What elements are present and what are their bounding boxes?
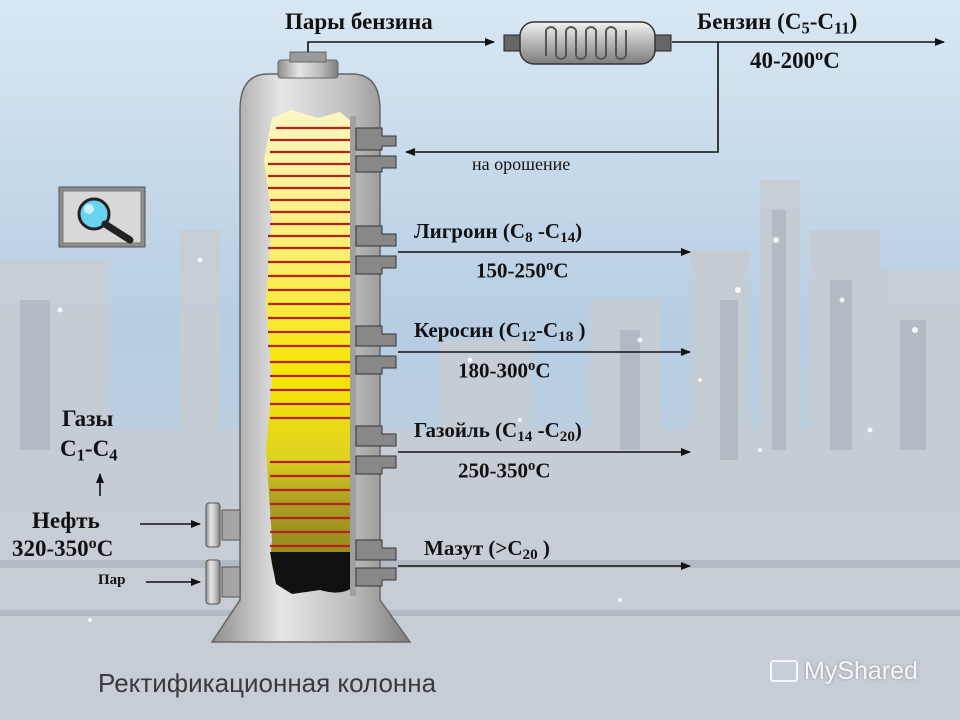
column-inlets: [205, 502, 241, 605]
flow-arrows: [96, 38, 945, 586]
label-gases-title: Газы: [62, 406, 114, 431]
temp-kerosene: 180-300oC: [458, 358, 551, 383]
diagram-caption: Ректификационная колонна: [98, 668, 437, 698]
temp-gasoline: 40-200oC: [750, 47, 840, 74]
presentation-icon: [770, 660, 798, 682]
label-reflux: на орошение: [472, 154, 571, 174]
column-outlets: [355, 127, 397, 587]
temp-ligroin: 150-250oC: [476, 258, 569, 283]
watermark: MyShared: [770, 657, 918, 686]
temp-oil: 320-350oC: [12, 535, 114, 562]
watermark-text: MyShared: [804, 657, 918, 685]
label-steam: Пар: [98, 572, 126, 588]
label-gasoline: Бензин (C5-C11): [697, 9, 858, 38]
label-ligroin: Лигроин (C8 -C14): [414, 219, 583, 247]
zoom-button[interactable]: [58, 186, 146, 248]
magnifier-icon: [58, 186, 146, 248]
label-fuel-oil: Мазут (>C20 ): [424, 536, 550, 564]
label-kerosene: Керосин (C12-C18 ): [414, 318, 586, 346]
label-oil: Нефть: [32, 508, 100, 533]
label-vapors: Пары бензина: [285, 9, 433, 34]
label-gasoil: Газойль (C14 -C20): [414, 418, 582, 446]
column-body: [210, 51, 412, 643]
temp-gasoil: 250-350oC: [458, 458, 551, 483]
condenser-icon: [503, 21, 672, 65]
label-gases-formula: C1-C4: [60, 436, 118, 465]
